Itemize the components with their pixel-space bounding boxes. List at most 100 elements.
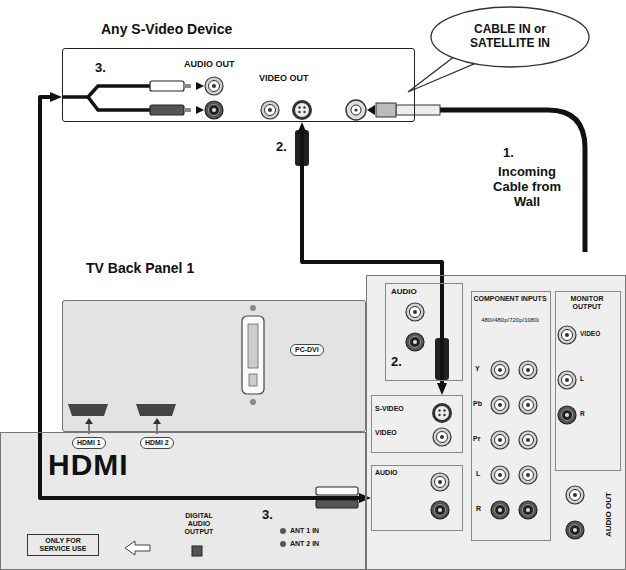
optical-port [192,546,202,556]
input-panel: AUDIO S-VIDEOVIDEO AUDIO COMPONENT INPUTS 48… [366,275,626,570]
audio-cable [62,86,150,97]
rca-jack [491,361,509,379]
port-label: PC-DVI [290,344,324,356]
rca-plug [150,105,184,115]
dvi-pins [248,324,258,368]
rca-jack [406,303,424,321]
wall-cable [440,110,585,252]
cable-note: Incoming Cable from Wall [486,165,568,210]
panel-fill [366,275,626,570]
port-group-label: VIDEO OUT [259,73,309,83]
arrow-head [196,106,204,114]
port-label: DIGITAL AUDIO OUTPUT [176,512,222,536]
port-label: HDMI 2 [140,437,174,449]
s-video-input-box: S-VIDEOVIDEO [371,395,463,453]
rca-jack [558,371,576,389]
jack-label: Y [475,365,480,373]
rca-jack [491,466,509,484]
dvi-connector [242,316,264,394]
rca-jack [519,501,537,519]
pc-dvi-card: PC-DVI [62,300,366,432]
callout-number: 2. [276,140,287,155]
plug-tip [184,84,191,88]
rca-jack [205,101,223,119]
audio-input-box: AUDIO [371,465,463,531]
rca-jack [519,466,537,484]
f-connector [396,105,440,115]
callout-number: 3. [95,61,106,76]
monitor-output-box: MONITOR OUTPUT [555,291,621,471]
callout-bubble: CABLE IN or SATELLITE IN [430,6,590,68]
panel-title: TV Back Panel 1 [86,260,194,276]
f-connector-nut [376,103,396,117]
rca-jack [261,101,279,119]
port-label: ANT 2 IN [290,540,319,548]
device-box: Any S-Video DeviceAUDIO OUTVIDEO OUT [62,48,415,122]
device-title: Any S-Video Device [101,21,232,37]
jack-label: VIDEO [580,330,600,337]
jack-label: Pr [473,435,480,443]
arrow-head [85,418,93,424]
arrow-head [153,418,161,424]
screw [250,399,256,405]
rca-jack [558,406,576,424]
s-video-jack [292,100,312,120]
rca-jack [433,428,451,446]
arrow-head [367,105,375,115]
callout-number: 2. [391,355,402,370]
jack-label: R [476,505,481,513]
rca-jack [519,361,537,379]
service-box: ONLY FOR SERVICE USE [27,534,99,556]
port-label: AUDIO OUT [604,492,613,537]
callout-number: 1. [503,146,514,161]
port-label: AUDIO [391,287,417,296]
rca-plug [316,487,358,495]
hdmi-port [136,404,176,416]
panel-heading: MONITOR OUTPUT [557,295,617,311]
hdmi-port [68,404,108,416]
port-label: AUDIO [375,469,398,477]
panel-fill [62,300,366,432]
port-group-label: AUDIO OUT [184,59,235,69]
rf-jack [346,100,366,120]
rca-jack [406,333,424,351]
callout-ellipse [431,7,589,67]
rca-jack [431,473,449,491]
rca-jack [519,396,537,414]
plug-tip [184,108,191,112]
ant-dot [280,528,286,534]
tv-back-panel: PC-DVI ONLY FOR SERVICE USE HDMI 1 HDMI 2 HD… [0,258,626,570]
rca-jack [205,77,223,95]
rca-jack [491,431,509,449]
jack-label: R [580,410,585,417]
warning-text: ONLY FOR SERVICE USE [33,537,93,553]
rca-jack [566,521,584,539]
rca-jack [431,501,449,519]
rca-jack [566,486,584,504]
format-note: 480i/480p/720p/1080i [473,317,547,324]
rca-jack [558,326,576,344]
panel-heading: COMPONENT INPUTS [473,295,547,303]
port-label: ANT 1 IN [290,527,319,535]
port-label: HDMI 1 [72,437,106,449]
hdmi-panel: ONLY FOR SERVICE USE HDMI 1 HDMI 2 HDMI DIGI… [0,432,366,570]
callout-number: 3. [262,508,273,523]
rca-jack [519,431,537,449]
panel-fill [0,432,366,570]
s-video-jack [432,403,452,423]
screw [250,305,256,311]
jack-label: Pb [473,400,482,408]
callout-text: CABLE IN or SATELLITE IN [454,23,566,51]
logo-text: HDMI [48,450,129,480]
audio-cable [88,97,150,110]
rca-jack [491,501,509,519]
ant-dot [280,541,286,547]
dvi-pins [249,374,257,386]
arrow-head [196,82,204,90]
jack-label: L [476,470,480,478]
